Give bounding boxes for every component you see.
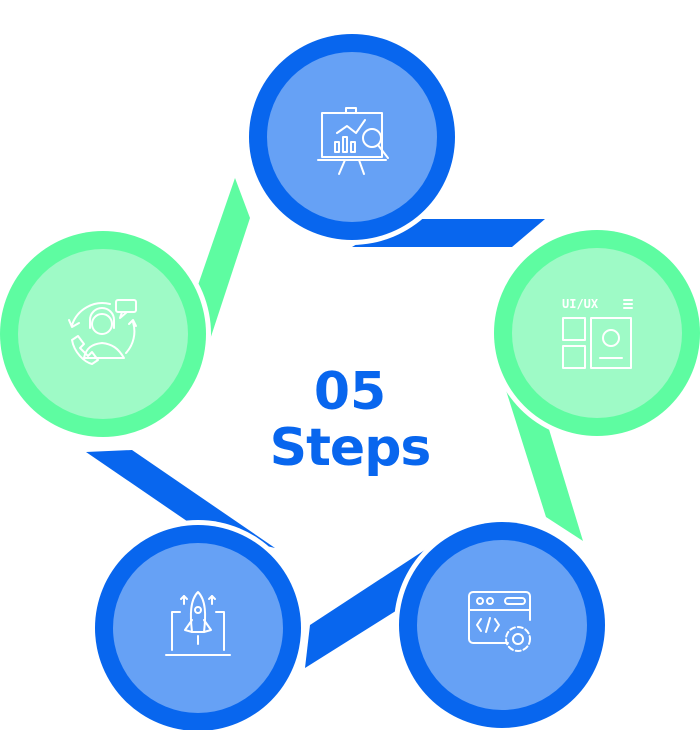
- step-3-node: [394, 517, 610, 730]
- step-5-node: [0, 226, 211, 442]
- code-settings-icon: [468, 591, 531, 652]
- step-2-tail: [498, 365, 583, 541]
- rocket-launch-icon: [165, 591, 231, 656]
- steps-label: Steps: [269, 418, 432, 478]
- ui-ux-design-icon: UI/UX: [562, 297, 633, 369]
- steps-count: 05: [313, 362, 387, 422]
- ui-ux-badge: UI/UX: [562, 297, 599, 311]
- presentation-analytics-icon: [317, 107, 389, 175]
- step-4-node: [90, 520, 306, 730]
- step-2-node: UI/UX: [489, 225, 700, 441]
- step-1-node: [244, 29, 460, 245]
- step-4-tail: [86, 450, 275, 548]
- customer-support-icon: [68, 299, 137, 365]
